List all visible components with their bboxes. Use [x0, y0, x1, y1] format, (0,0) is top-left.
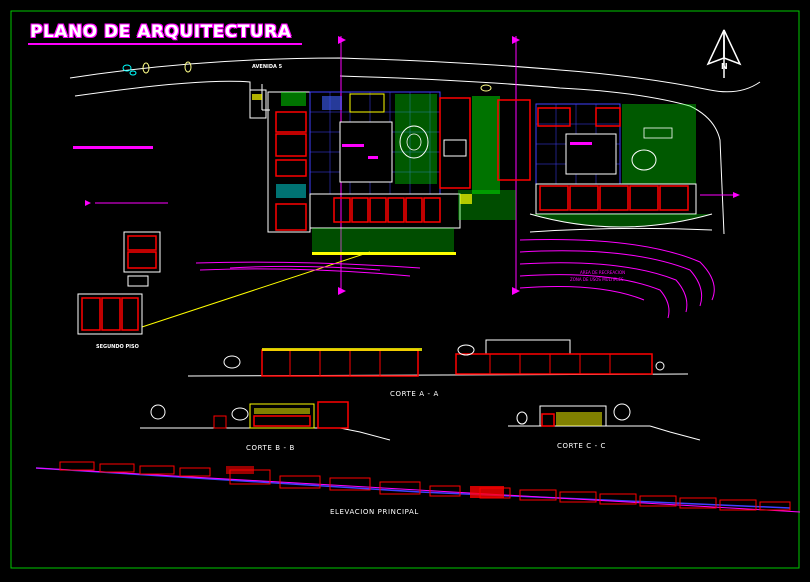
section-cut-arrows: [338, 36, 520, 295]
north-label: N: [721, 62, 728, 71]
section-a-drawing: [187, 339, 689, 377]
section-a-label: CORTE A - A: [390, 390, 439, 398]
recreation-area-curves: [195, 238, 715, 319]
drawing-title: PLANO DE ARQUITECTURA: [30, 22, 292, 42]
section-c-label: CORTE C - C: [557, 442, 607, 450]
elevation-label: ELEVACION PRINCIPAL: [330, 508, 419, 516]
main-elevation-drawing: [35, 461, 801, 513]
second-floor-plan: [77, 231, 161, 335]
section-b-label: CORTE B - B: [246, 444, 295, 452]
section-arrow-icon: [733, 192, 740, 198]
second-floor-label: SEGUNDO PISO: [96, 344, 139, 350]
section-c-drawing: [508, 403, 701, 441]
main-floor-plan: [249, 89, 713, 255]
recreation-area-note-2: ZONA DE USOS MULTIPLES: [570, 277, 624, 282]
avenue-road: [69, 57, 761, 235]
section-marker-bar: [73, 146, 153, 149]
section-arrow-icon: [85, 200, 91, 206]
recreation-area-note-1: AREA DE RECREACION: [580, 270, 626, 275]
street-label: AVENIDA 5: [252, 64, 283, 70]
street-trees: [122, 61, 492, 92]
drawing-border: [10, 10, 800, 569]
leader-line: [141, 251, 371, 328]
section-b-drawing: [140, 401, 391, 441]
north-arrow-icon: [706, 29, 742, 78]
